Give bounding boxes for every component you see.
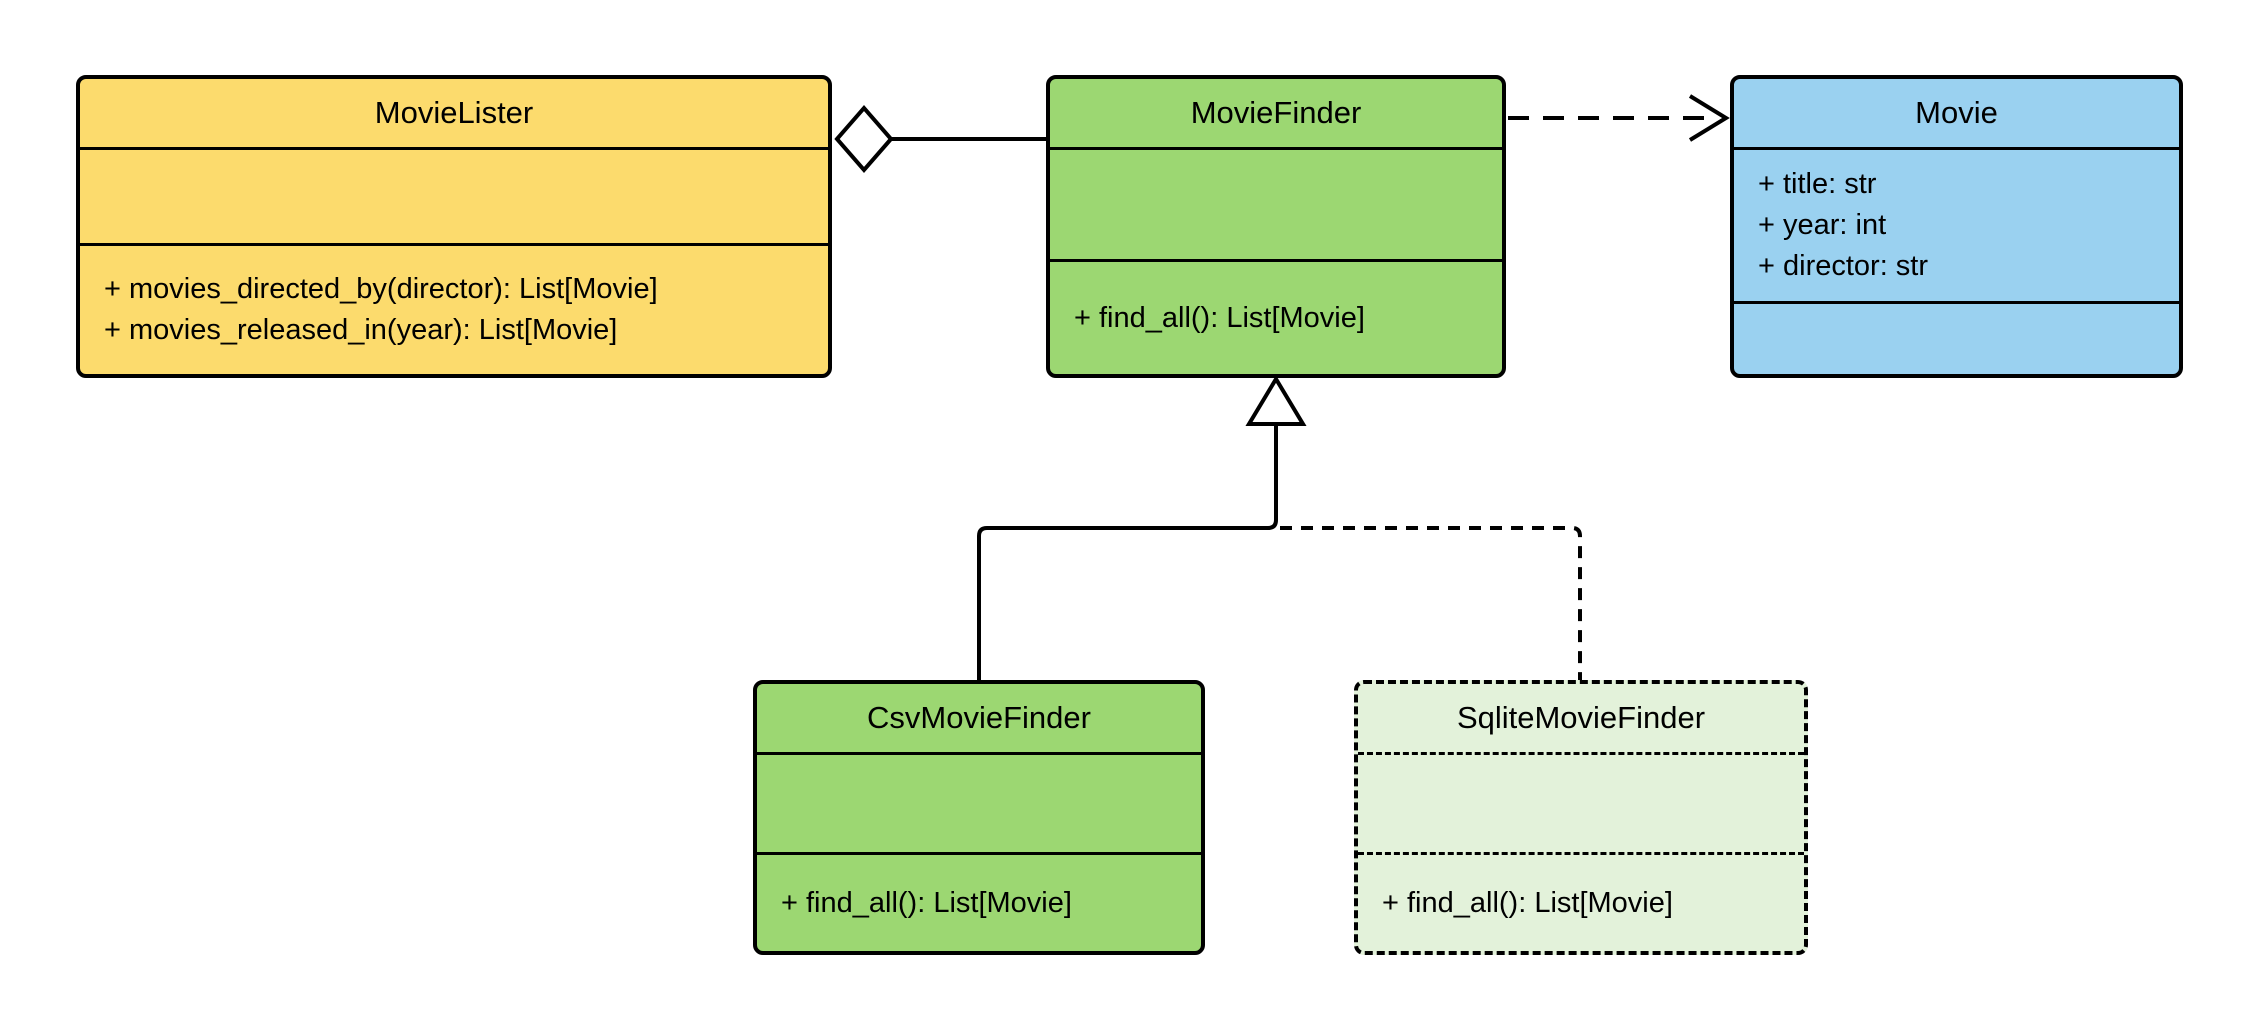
methods-section: + find_all(): List[Movie] xyxy=(1358,852,1804,951)
attribute-row: + title: str xyxy=(1758,168,1877,200)
methods-section: + find_all(): List[Movie] xyxy=(1050,259,1502,374)
attribute-row: + year: int xyxy=(1758,209,1887,241)
methods-section: + movies_directed_by(director): List[Mov… xyxy=(80,243,828,374)
generalization-line-csv xyxy=(977,424,1278,682)
attribute-row: + director: str xyxy=(1758,250,1929,282)
generalization-line-sqlite xyxy=(1280,526,1582,682)
methods-section xyxy=(1734,301,2179,374)
method-row: + find_all(): List[Movie] xyxy=(1382,886,1673,919)
method-row: + movies_directed_by(director): List[Mov… xyxy=(104,273,658,305)
methods-section: + find_all(): List[Movie] xyxy=(757,852,1201,951)
aggregation-connector xyxy=(834,104,1050,174)
class-title: MovieFinder xyxy=(1190,95,1362,130)
class-title: MovieLister xyxy=(374,95,534,130)
dependency-connector xyxy=(1508,94,1730,142)
method-row: + movies_released_in(year): List[Movie] xyxy=(104,314,618,346)
generalization-connector-sqlite xyxy=(1280,526,1582,682)
method-row: + find_all(): List[Movie] xyxy=(1074,301,1365,334)
dependency-arrow-icon xyxy=(1688,94,1730,142)
class-sqlitemoviefinder: SqliteMovieFinder + find_all(): List[Mov… xyxy=(1354,680,1808,955)
attributes-section xyxy=(80,147,828,243)
attributes-section xyxy=(757,752,1201,852)
method-row: + find_all(): List[Movie] xyxy=(781,886,1072,919)
class-csvmoviefinder: CsvMovieFinder + find_all(): List[Movie] xyxy=(753,680,1205,955)
class-title: Movie xyxy=(1915,95,1998,130)
attributes-section xyxy=(1358,752,1804,852)
class-title: CsvMovieFinder xyxy=(867,700,1091,735)
class-title: SqliteMovieFinder xyxy=(1456,700,1706,735)
generalization-connector-csv xyxy=(977,424,1278,682)
attributes-section: + title: str + year: int + director: str xyxy=(1734,147,2179,301)
class-movie: Movie + title: str + year: int + directo… xyxy=(1730,75,2183,378)
aggregation-diamond-icon xyxy=(834,104,894,174)
class-movielister: MovieLister + movies_directed_by(directo… xyxy=(76,75,832,378)
class-moviefinder: MovieFinder + find_all(): List[Movie] xyxy=(1046,75,1506,378)
attributes-section xyxy=(1050,147,1502,259)
generalization-triangle-icon xyxy=(1245,375,1307,426)
